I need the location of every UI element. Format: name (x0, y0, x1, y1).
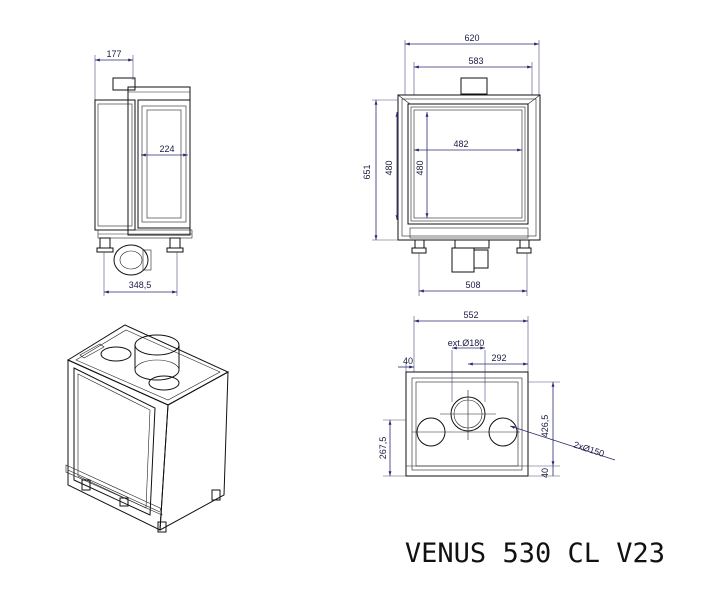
model-title: VENUS 530 CL V23 (405, 538, 665, 569)
dim-2x150: 2xØ150 (572, 440, 605, 459)
dim-583: 583 (468, 56, 483, 66)
dim-292: 292 (491, 353, 506, 363)
dim-267-5: 267,5 (378, 437, 388, 460)
dim-40-bottom: 40 (540, 468, 550, 478)
dim-426-5: 426,5 (540, 415, 550, 438)
dim-480-inner: 480 (415, 160, 425, 175)
dim-620: 620 (464, 33, 479, 43)
dim-177: 177 (106, 49, 121, 59)
top-view: 552 40 ext.Ø180 292 426,5 40 (378, 310, 616, 478)
dim-651: 651 (362, 164, 372, 179)
isometric-view (65, 324, 230, 533)
dim-482: 482 (453, 139, 468, 149)
side-view: 177 224 348,5 (94, 49, 193, 296)
dim-224: 224 (159, 144, 174, 154)
dim-508: 508 (465, 280, 480, 290)
front-view: 620 583 651 480 (362, 33, 541, 296)
dim-40-left: 40 (403, 356, 413, 366)
dim-348-5: 348,5 (129, 280, 152, 290)
dim-480-left: 480 (384, 160, 394, 175)
dim-552: 552 (463, 310, 478, 320)
dim-ext-180: ext.Ø180 (448, 338, 485, 348)
